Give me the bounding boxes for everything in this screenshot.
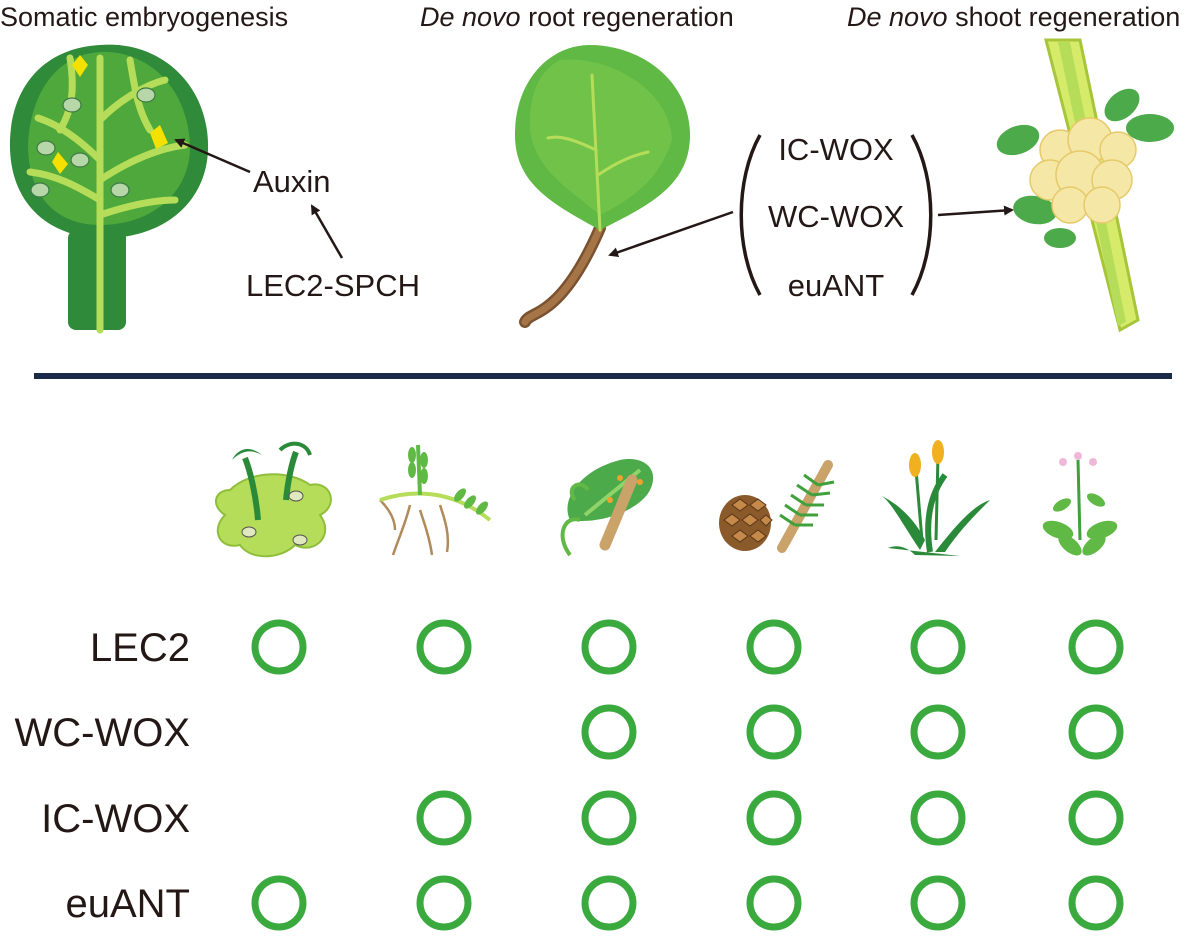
presence-circle-icon [910, 875, 966, 931]
auxin-label: Auxin [253, 164, 331, 199]
row-label: IC-WOX [41, 797, 190, 841]
presence-circle-icon [416, 875, 472, 931]
bracket-to-shoot-arrow [937, 205, 1014, 217]
shoot-regeneration-title: De novo shoot regeneration [847, 2, 1180, 32]
eudicot-icon [1042, 452, 1118, 556]
row-label: euANT [66, 882, 191, 926]
liverwort-icon [215, 441, 332, 558]
auxin-to-leaf-arrow [174, 138, 251, 174]
fern-icon [560, 459, 654, 557]
presence-circle-icon [581, 790, 637, 846]
gene-bracket [739, 134, 933, 296]
presence-circle-icon [910, 619, 966, 675]
presence-circle-icon [910, 704, 966, 760]
somatic-embryogenesis-title: Somatic embryogenesis [0, 2, 288, 32]
lec2-spch-to-auxin-arrow [310, 204, 344, 259]
presence-circle-icon [746, 875, 802, 931]
presence-circle-icon [746, 704, 802, 760]
lycophyte-icon [379, 444, 492, 556]
row-label: LEC2 [90, 626, 190, 670]
shoot-title-rest: shoot regeneration [948, 2, 1181, 32]
row-label: WC-WOX [14, 711, 190, 755]
presence-circle-icon [416, 619, 472, 675]
section-divider [34, 373, 1172, 379]
root-title-rest: root regeneration [521, 2, 734, 32]
presence-circle-icon [581, 704, 637, 760]
presence-circle-icon [910, 790, 966, 846]
presence-circle-icon [746, 619, 802, 675]
presence-circle-icon [1068, 704, 1124, 760]
root-regeneration-leaf-icon [515, 45, 690, 328]
bracket-gene-wc-wox: WC-WOX [768, 199, 904, 234]
presence-circle-icon [1068, 790, 1124, 846]
embryogenic-leaf-icon [9, 44, 209, 334]
presence-circle-icon [416, 790, 472, 846]
presence-circle-icon [1068, 619, 1124, 675]
bracket-gene-ic-wox: IC-WOX [778, 132, 894, 167]
presence-circle-icon [746, 790, 802, 846]
bracket-to-root-arrow [608, 210, 734, 258]
presence-circle-icon [581, 875, 637, 931]
presence-circle-icon [1068, 875, 1124, 931]
bracket-gene-euant: euANT [788, 268, 885, 303]
shoot-regeneration-callus-icon [996, 38, 1174, 333]
presence-circle-icon [251, 875, 307, 931]
lec2-spch-label: LEC2-SPCH [246, 268, 420, 303]
presence-circle-icon [581, 619, 637, 675]
monocot-icon [880, 440, 990, 556]
root-title-italic: De novo [420, 2, 521, 32]
conifer-icon [719, 460, 835, 553]
shoot-title-italic: De novo [847, 2, 948, 32]
root-regeneration-title: De novo root regeneration [420, 2, 734, 32]
presence-circle-icon [251, 619, 307, 675]
